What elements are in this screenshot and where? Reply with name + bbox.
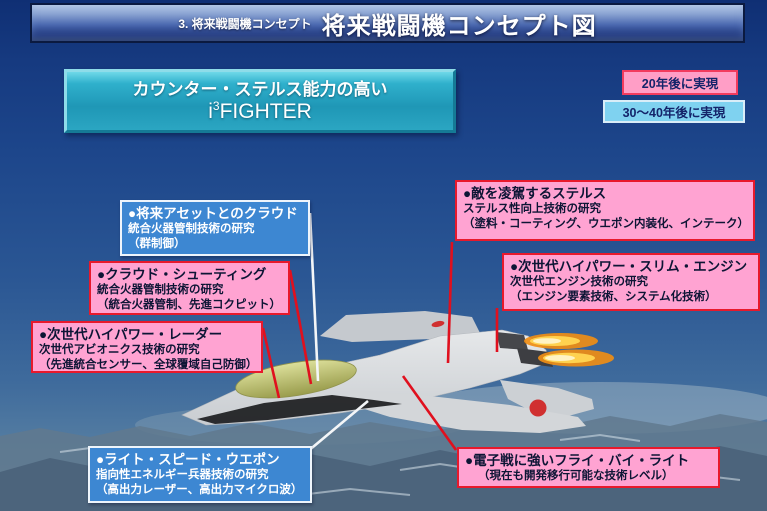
badge-realized-in-30-40-years: 30～40年後に実現: [603, 100, 745, 123]
callout-line: （塗料・コーティング、ウエポン内装化、インテーク）: [463, 217, 750, 230]
stealth-fighter-render: [181, 311, 614, 433]
callout-title: ●電子戦に強いフライ・バイ・ライト: [465, 453, 690, 468]
callout-future-asset-cloud: ●将来アセットとのクラウド 統合火器管制技術の研究 （群制御）: [120, 200, 310, 256]
leader-line-stealth: [446, 241, 454, 364]
i3fighter-sup3: 3: [212, 99, 220, 114]
callout-line: （現在も開発移行可能な技術レベル）: [478, 470, 674, 483]
callout-line: 指向性エネルギー兵器技術の研究: [96, 469, 269, 482]
callout-line: （先進統合センサー、全球覆域自己防御）: [39, 358, 258, 371]
callout-title: ●クラウド・シューティング: [97, 267, 267, 282]
callout-light-speed-weapon: ●ライト・スピード・ウエポン 指向性エネルギー兵器技術の研究 （高出力レーザー、…: [88, 446, 312, 503]
leader-line-radar: [261, 327, 281, 399]
leader-line-light-speed: [306, 400, 369, 453]
callout-superior-stealth: ●敵を凌駕するステルス ステルス性向上技術の研究 （塗料・コーティング、ウエポン…: [455, 180, 755, 241]
callout-line: （統合火器管制、先進コクピット）: [97, 298, 281, 311]
callout-title: ●敵を凌駕するステルス: [463, 186, 607, 201]
section-label: 3. 将来戦闘機コンセプト: [178, 16, 312, 31]
callout-high-power-radar: ●次世代ハイパワー・レーダー 次世代アビオニクス技術の研究 （先進統合センサー、…: [31, 321, 263, 373]
tailplane: [500, 380, 594, 421]
callout-line: （高出力レーザー、高出力マイクロ波）: [96, 483, 303, 496]
leader-line-cloud-asset: [308, 212, 320, 382]
afterburner-flames: [524, 333, 614, 367]
callout-title: ●将来アセットとのクラウド: [128, 206, 298, 221]
leader-line-cloud-shooting: [288, 269, 313, 385]
title-bar: 3. 将来戦闘機コンセプト 将来戦闘機コンセプト図: [30, 3, 745, 43]
far-wing: [320, 311, 480, 342]
callout-line: （エンジン要素技術、システム化技術）: [510, 290, 717, 303]
callout-line: 次世代アビオニクス技術の研究: [39, 344, 200, 357]
callout-slim-engine: ●次世代ハイパワー・スリム・エンジン 次世代エンジン技術の研究 （エンジン要素技…: [502, 253, 760, 311]
far-roundel: [431, 320, 445, 328]
badge-realized-in-20-years: 20年後に実現: [622, 70, 738, 95]
concept-headline-box: カウンター・ステルス能力の高い i3FIGHTER: [64, 69, 456, 133]
callout-line: ステルス性向上技術の研究: [463, 203, 601, 216]
engine-nozzle-far: [496, 332, 528, 350]
near-wing: [345, 390, 586, 433]
callout-title: ●次世代ハイパワー・スリム・エンジン: [510, 259, 748, 274]
i3fighter-label: i3FIGHTER: [208, 99, 312, 124]
page-title: 将来戦闘機コンセプト図: [321, 12, 597, 40]
leader-line-fly-by-light: [401, 375, 458, 451]
callout-title: ●ライト・スピード・ウエポン: [96, 452, 280, 467]
callout-line: 次世代エンジン技術の研究: [510, 276, 648, 289]
callout-cloud-shooting: ●クラウド・シューティング 統合火器管制技術の研究 （統合火器管制、先進コクピッ…: [89, 261, 290, 315]
callout-title: ●次世代ハイパワー・レーダー: [39, 327, 223, 342]
callout-fly-by-light: ●電子戦に強いフライ・バイ・ライト （現在も開発移行可能な技術レベル）: [457, 447, 720, 488]
concept-headline: カウンター・ステルス能力の高い: [132, 79, 388, 99]
callout-line: 統合火器管制技術の研究: [128, 223, 255, 236]
i3fighter-rest: FIGHTER: [219, 100, 312, 124]
underside-shadow: [197, 395, 402, 424]
callout-line: （群制御）: [128, 237, 186, 250]
callout-lines: [261, 212, 499, 453]
canopy: [235, 359, 357, 399]
callout-line: 統合火器管制技術の研究: [97, 284, 224, 297]
i3fighter-i: i: [208, 100, 213, 124]
near-roundel: [529, 399, 547, 417]
